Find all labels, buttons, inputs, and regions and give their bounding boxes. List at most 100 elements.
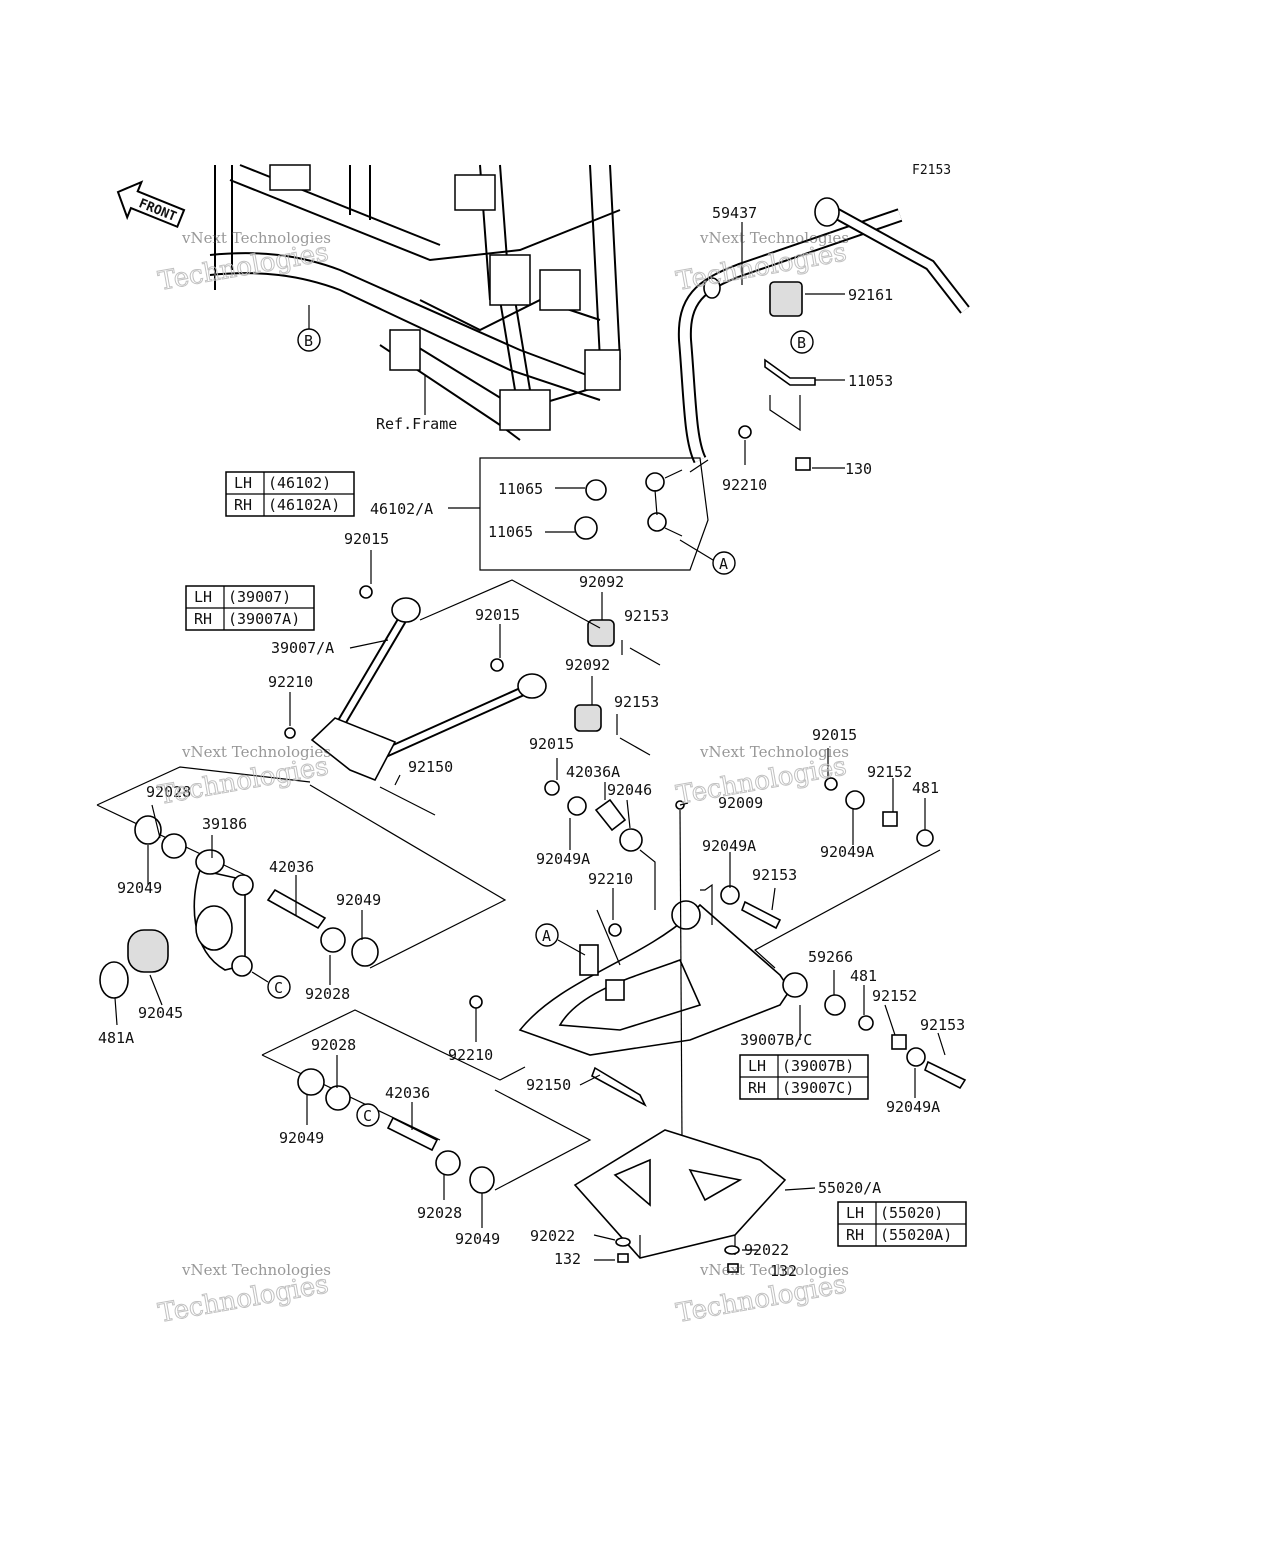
table-46102: LH (46102) RH (46102A) [225,471,355,517]
callout-a-arm: A [535,923,586,956]
label-92015-b: 92015 [475,606,520,624]
label-92009: 92009 [718,794,763,812]
svg-text:RH: RH [194,610,212,628]
joint-link-46102 [479,457,709,571]
label-39007bc: 39007B/C [740,1031,812,1049]
svg-text:RH: RH [234,496,252,514]
svg-text:LH: LH [234,474,252,492]
callout-c-arm: C [356,1103,380,1127]
stabilizer-bar [677,197,970,473]
label-92015-c: 92015 [529,735,574,753]
clamp-11053 [764,358,816,386]
label-11065-b: 11065 [488,523,533,541]
label-92049a-b: 92049A [820,843,874,861]
table-39007bc: LH (39007B) RH (39007C) [739,1054,869,1100]
label-92049a-a: 92049A [536,850,590,868]
svg-text:C: C [363,1107,372,1125]
label-39186: 39186 [202,815,247,833]
svg-text:(55020): (55020) [880,1204,943,1222]
label-92210-b: 92210 [448,1046,493,1064]
label-481-b: 481 [850,967,877,985]
skid-plate [573,1129,787,1273]
label-92049-a: 92049 [117,879,162,897]
svg-text:C: C [274,979,283,997]
label-92153-b: 92153 [614,693,659,711]
label-92210-top: 92210 [722,476,767,494]
svg-text:RH: RH [846,1226,864,1244]
label-92153-d: 92153 [920,1016,965,1034]
label-11065-a: 11065 [498,480,543,498]
label-92022-b: 92022 [744,1241,789,1259]
callout-a-link: A [679,539,736,575]
label-59437: 59437 [712,204,757,222]
label-92161: 92161 [848,286,893,304]
label-46102: 46102/A [370,500,433,518]
label-92152-a: 92152 [867,763,912,781]
svg-text:LH: LH [846,1204,864,1222]
callout-b-frame: B [297,305,321,352]
svg-text:(39007A): (39007A) [228,610,300,628]
label-92150-a: 92150 [408,758,453,776]
svg-text:vNext Technologies: vNext Technologies [181,1261,331,1279]
label-481-a: 481 [912,779,939,797]
label-92049-c: 92049 [279,1129,324,1147]
label-92015-a: 92015 [344,530,389,548]
callout-b-bar: B [790,330,814,354]
table-39007: LH (39007) RH (39007A) [185,585,315,631]
svg-text:vNext Technologies: vNext Technologies [181,743,331,761]
label-92015-d: 92015 [812,726,857,744]
label-92045: 92045 [138,1004,183,1022]
label-92210-l: 92210 [268,673,313,691]
leader-lines [114,222,946,1261]
label-92150-b: 92150 [526,1076,571,1094]
figure-code: F2153 [912,163,951,178]
label-42036a: 42036A [566,763,620,781]
label-92152-b: 92152 [872,987,917,1005]
label-92028-d: 92028 [417,1204,462,1222]
label-92049a-c: 92049A [702,837,756,855]
svg-text:vNext Technologies: vNext Technologies [699,743,849,761]
label-39007: 39007/A [271,639,334,657]
svg-text:(46102): (46102) [268,474,331,492]
label-92092-b: 92092 [565,656,610,674]
label-42036-a: 42036 [269,858,314,876]
svg-text:vNext Technologies: vNext Technologies [699,229,849,247]
svg-text:(39007): (39007) [228,588,291,606]
label-92028-a: 92028 [146,783,191,801]
label-132-a: 132 [554,1250,581,1268]
label-11053: 11053 [848,372,893,390]
label-92049-d: 92049 [455,1230,500,1248]
svg-text:(39007B): (39007B) [782,1057,854,1075]
svg-text:(55020A): (55020A) [880,1226,952,1244]
label-481a: 481A [98,1029,134,1047]
svg-text:LH: LH [194,588,212,606]
upper-a-arm [284,579,661,816]
label-92210-m: 92210 [588,870,633,888]
svg-text:(46102A): (46102A) [268,496,340,514]
label-92092-a: 92092 [579,573,624,591]
svg-text:A: A [542,927,551,945]
front-arrow-icon: FRONT [116,180,186,229]
svg-text:B: B [797,334,806,352]
ref-frame-label: Ref.Frame [376,415,457,433]
part-labels: 59437 92161 11053 130 92210 11065 11065 … [98,204,965,1280]
label-92028-c: 92028 [311,1036,356,1054]
bushing-92161 [769,281,803,317]
label-42036-b: 42036 [385,1084,430,1102]
label-92028-b: 92028 [305,985,350,1003]
svg-text:A: A [719,555,728,573]
label-92153-a: 92153 [624,607,669,625]
label-59266: 59266 [808,948,853,966]
lower-a-arm [261,777,967,1194]
label-55020: 55020/A [818,1179,881,1197]
svg-text:vNext Technologies: vNext Technologies [181,229,331,247]
svg-text:(39007C): (39007C) [782,1079,854,1097]
label-92022-a: 92022 [530,1227,575,1245]
svg-text:vNext Technologies: vNext Technologies [699,1261,849,1279]
vehicle-frame [209,164,621,441]
svg-text:B: B [304,332,313,350]
label-92153-c: 92153 [752,866,797,884]
svg-text:RH: RH [748,1079,766,1097]
